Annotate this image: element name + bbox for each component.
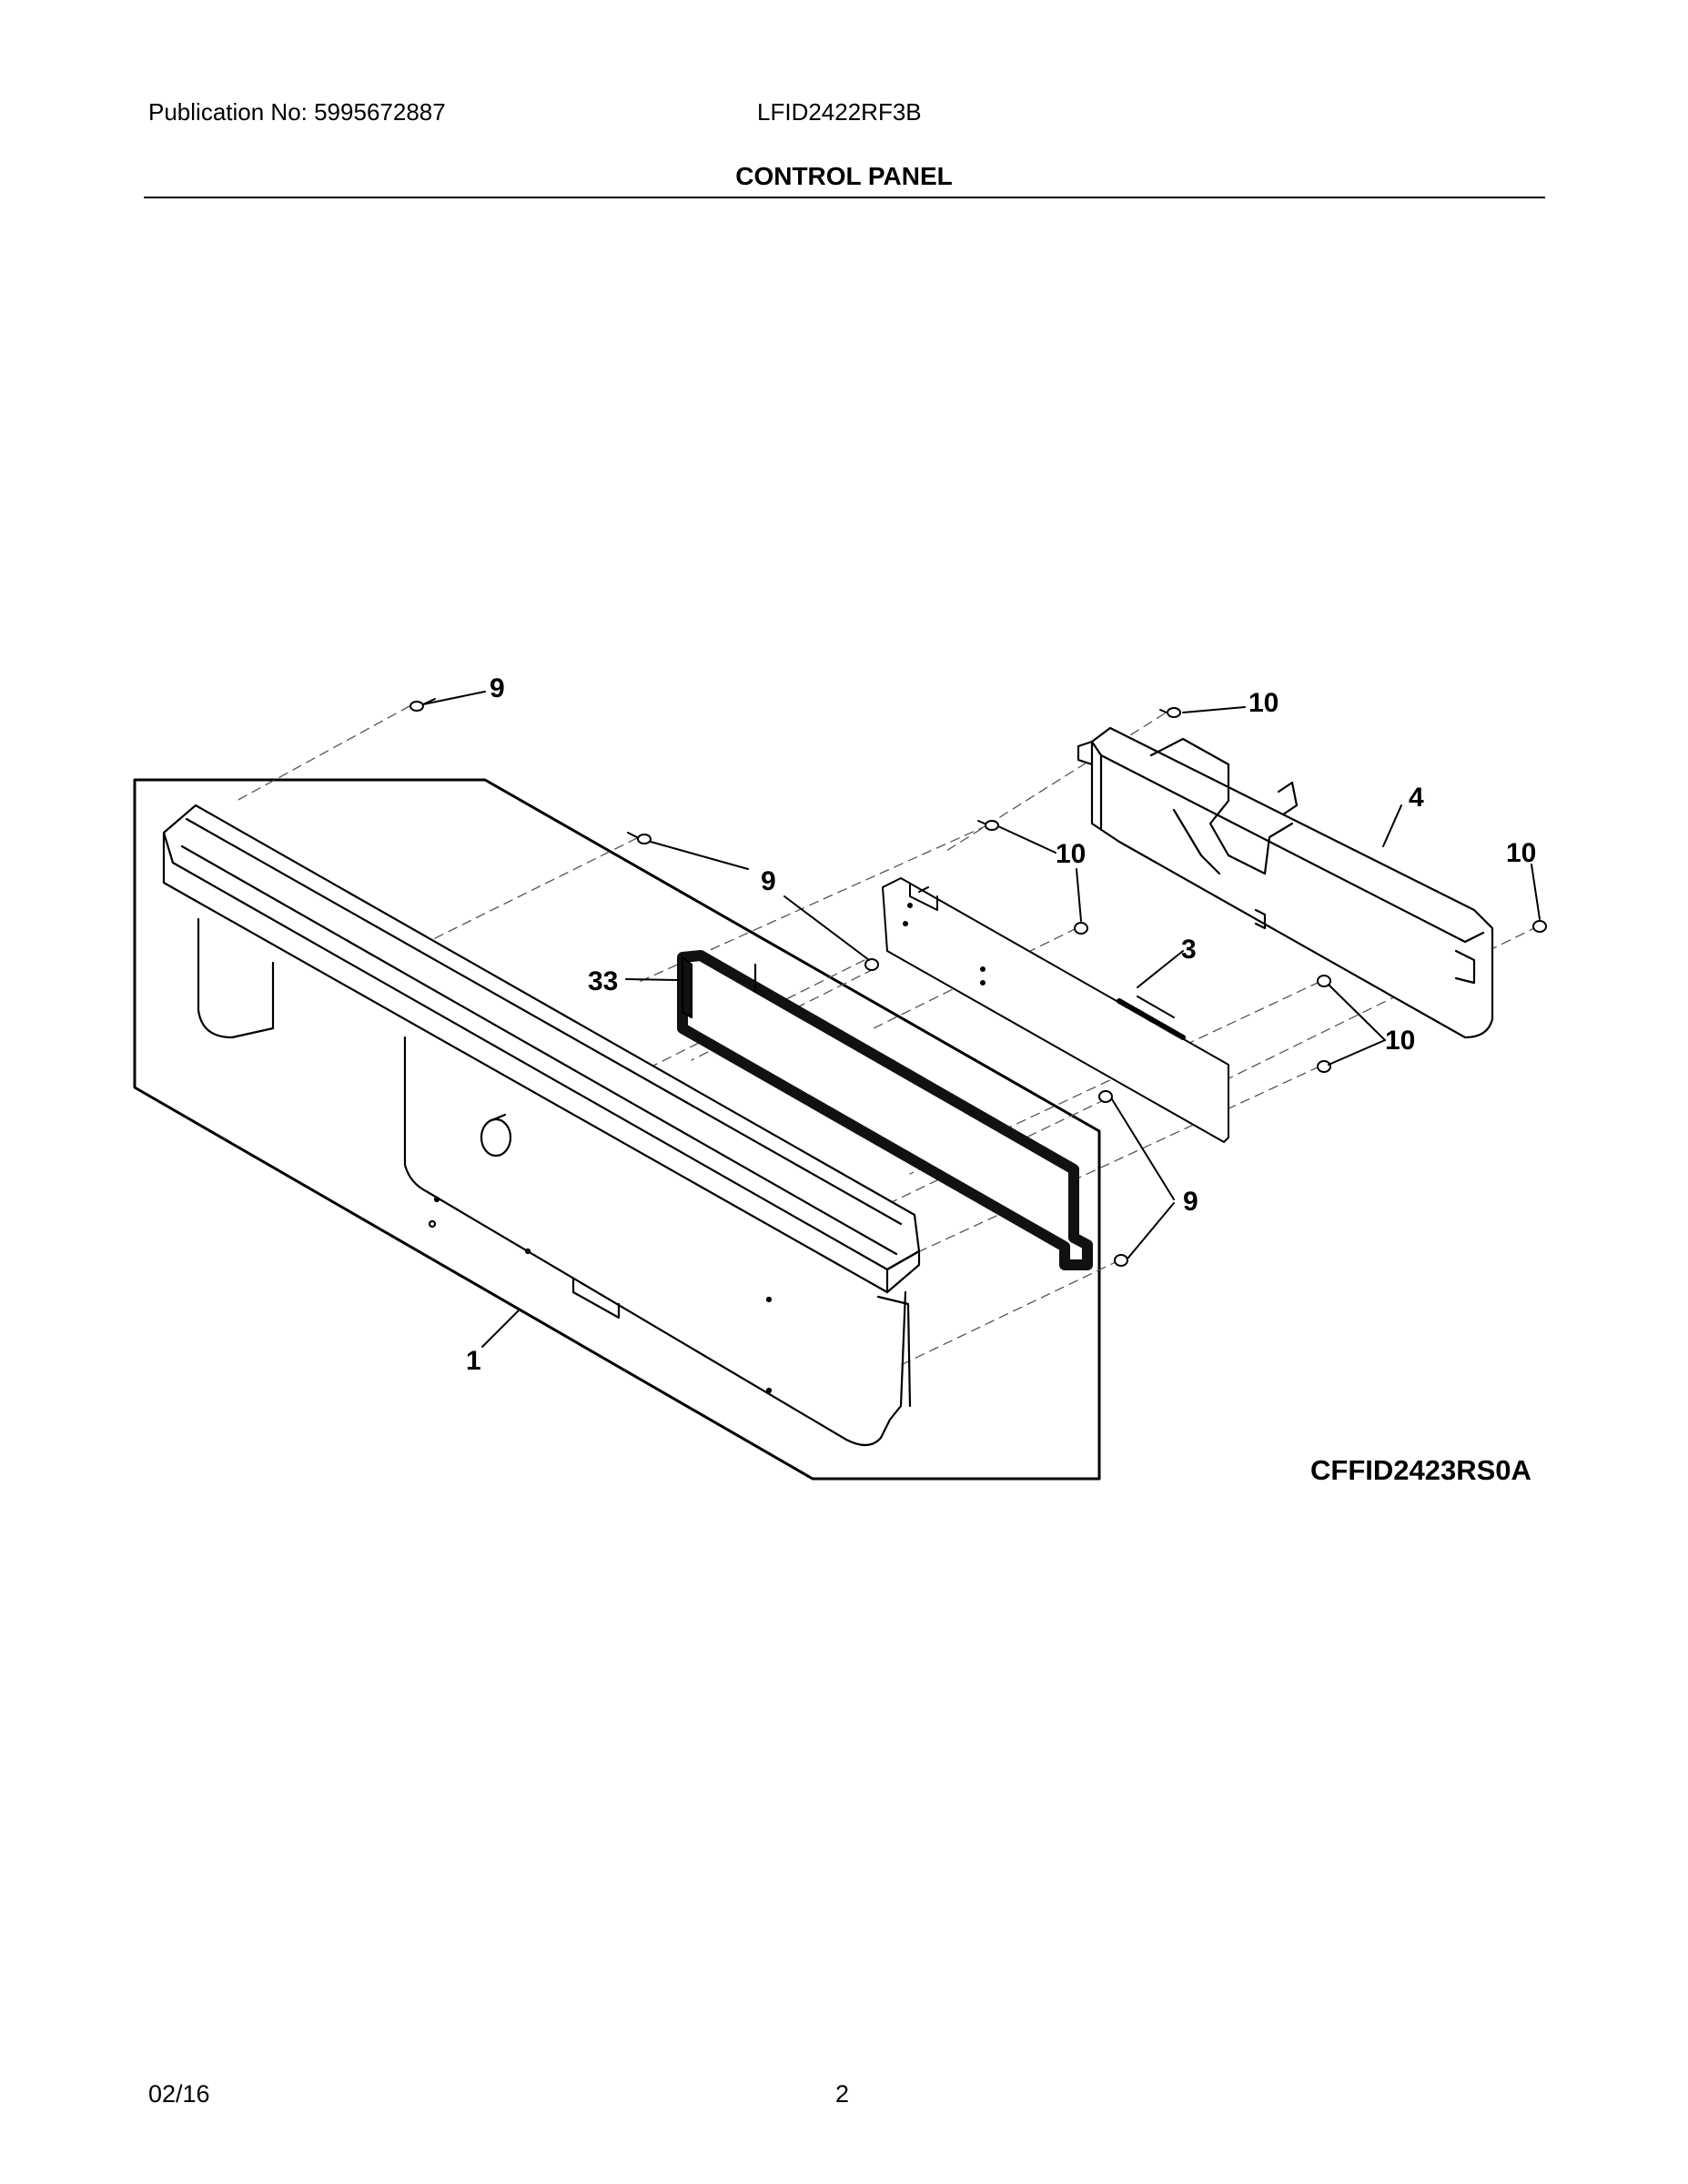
callout-10-right: 10 — [1506, 838, 1536, 868]
control-panel-body — [162, 804, 921, 1447]
callout-10-top: 10 — [1248, 688, 1279, 718]
screw-10c — [1074, 922, 1088, 935]
screw-9c — [864, 958, 879, 971]
callout-9-bottom: 9 — [1183, 1187, 1198, 1217]
screw-10a — [1159, 707, 1181, 718]
callout-1: 1 — [466, 1346, 481, 1376]
screw-10f — [1317, 1060, 1331, 1073]
model-number: LFID2422RF3B — [757, 98, 922, 126]
screw-9d — [1098, 1090, 1113, 1103]
board-cover — [1076, 726, 1494, 1039]
screw-9b — [627, 832, 652, 844]
callout-3: 3 — [1181, 935, 1197, 965]
callout-9-top: 9 — [490, 673, 505, 703]
drawing-code: CFFID2423RS0A — [1310, 1454, 1531, 1486]
panel-frame-outline — [133, 778, 1101, 1481]
publication-number: Publication No: 5995672887 — [148, 98, 446, 126]
callout-10-board: 10 — [1056, 839, 1086, 869]
callout-4: 4 — [1409, 783, 1424, 813]
header-divider — [144, 197, 1545, 198]
screw-10d — [1532, 920, 1547, 933]
screws — [409, 698, 1547, 1267]
screw-10e — [1317, 975, 1331, 987]
screw-10b — [977, 820, 999, 831]
leader-lines — [422, 691, 1541, 1348]
callout-9-middle: 9 — [761, 866, 776, 896]
page-title: CONTROL PANEL — [735, 162, 953, 190]
gasket — [677, 950, 1093, 1270]
screw-9e — [1114, 1254, 1128, 1267]
footer-date: 02/16 — [148, 2080, 210, 2108]
callout-10-lower: 10 — [1385, 1026, 1415, 1056]
page-number: 2 — [835, 2080, 850, 2108]
assembly-guide-lines — [236, 705, 1539, 1366]
control-board — [882, 877, 1229, 1143]
callout-33: 33 — [588, 966, 618, 996]
